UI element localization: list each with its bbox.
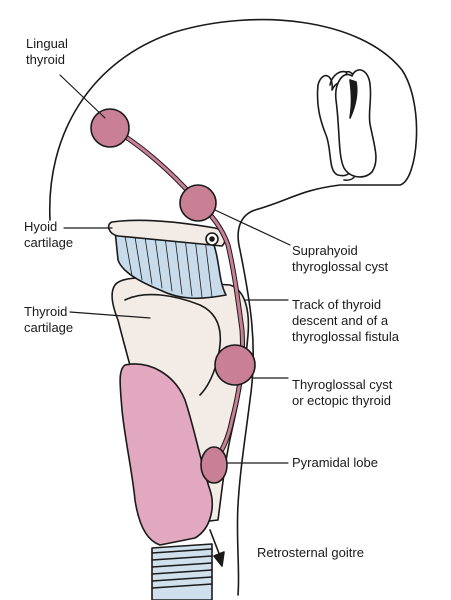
thyroid-cartilage-edge xyxy=(124,293,222,396)
label-lingual-thyroid: Lingual thyroid xyxy=(26,36,68,67)
label-hyoid-cartilage: Hyoid cartilage xyxy=(24,219,74,250)
label-suprahyoid-cyst: Suprahyoid thyroglossal cyst xyxy=(292,243,389,274)
lingual-thyroid xyxy=(90,108,130,148)
tooth-crown xyxy=(334,69,377,178)
leader-suprahyoid xyxy=(214,209,291,246)
suprahyoid-cyst xyxy=(179,184,217,222)
descent-track-fill xyxy=(110,126,244,464)
label-retrosternal-goitre: Retrosternal goitre xyxy=(257,545,364,560)
leader-thyroid xyxy=(69,311,151,319)
membrane-lines xyxy=(124,235,213,298)
label-thyroglossal-cyst: Thyroglossal cyst or ectopic thyroid xyxy=(292,377,393,408)
arrow-down-icon xyxy=(209,529,225,567)
thyroglossal-cyst xyxy=(214,344,256,386)
label-thyroid-cartilage: Thyroid cartilage xyxy=(24,304,74,335)
leader-lingual xyxy=(59,74,106,119)
thyroid-gland xyxy=(119,363,213,546)
trachea xyxy=(151,543,213,600)
label-track: Track of thyroid descent and of a thyrog… xyxy=(292,297,399,344)
pyramidal-lobe xyxy=(200,446,228,484)
head-outline xyxy=(48,18,418,596)
label-pyramidal-lobe: Pyramidal lobe xyxy=(292,455,378,470)
